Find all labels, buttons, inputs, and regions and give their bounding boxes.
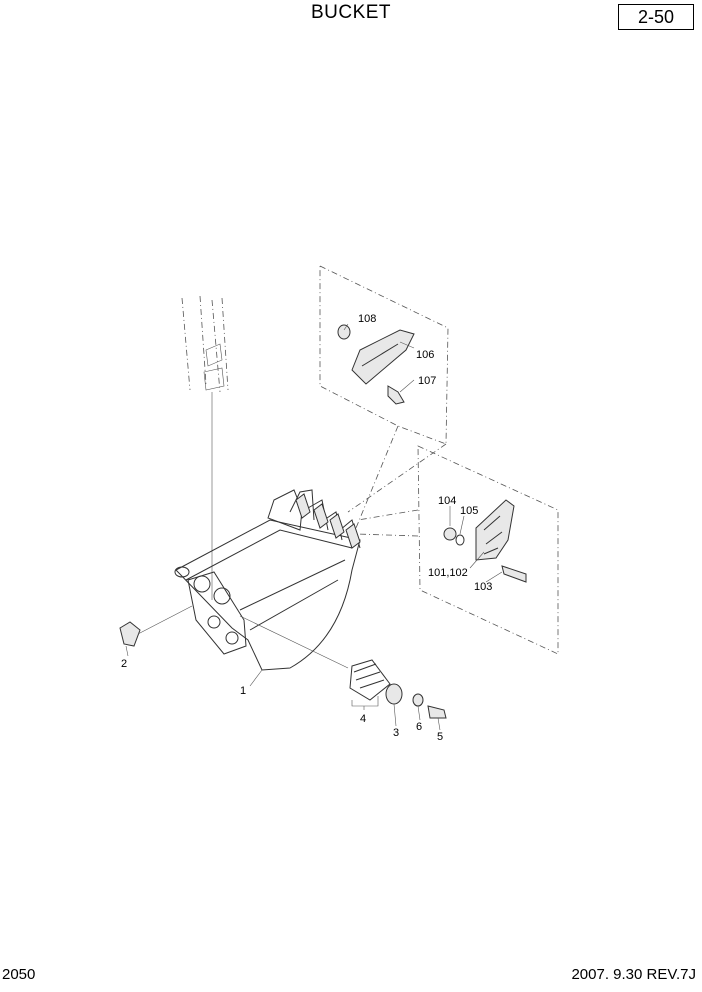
tooth-detail-box	[319, 265, 449, 529]
part-2-pin	[119, 605, 193, 647]
page-number-box: 2-50	[618, 4, 694, 30]
side-cutter-detail-box	[355, 445, 559, 655]
revision-date: 2007. 9.30 REV.7J	[571, 966, 696, 983]
callout-5: 5	[437, 731, 443, 743]
model-code: 2050	[2, 966, 36, 983]
callout-106: 106	[416, 349, 434, 361]
callout-104: 104	[438, 495, 456, 507]
callout-105: 105	[460, 505, 478, 517]
parts-side-cutter	[443, 499, 527, 583]
callout-3: 3	[393, 727, 399, 739]
callout-labels: 108 106 107 104 105 101,102 103 1 2 4 3 …	[121, 313, 492, 743]
callout-4: 4	[360, 713, 366, 725]
callout-108: 108	[358, 313, 376, 325]
callout-2: 2	[121, 658, 127, 670]
page-title: BUCKET	[310, 2, 392, 23]
leader-lines	[125, 323, 503, 731]
callout-6: 6	[416, 721, 422, 733]
callout-1: 1	[240, 685, 246, 697]
callout-103: 103	[474, 581, 492, 593]
arm-outline	[181, 295, 229, 600]
parts-spring-washer-bolt	[239, 615, 447, 719]
callout-101-102: 101,102	[428, 567, 468, 579]
parts-tooth-106-107-108	[337, 324, 415, 405]
callout-107: 107	[418, 375, 436, 387]
bucket-body	[174, 489, 361, 671]
